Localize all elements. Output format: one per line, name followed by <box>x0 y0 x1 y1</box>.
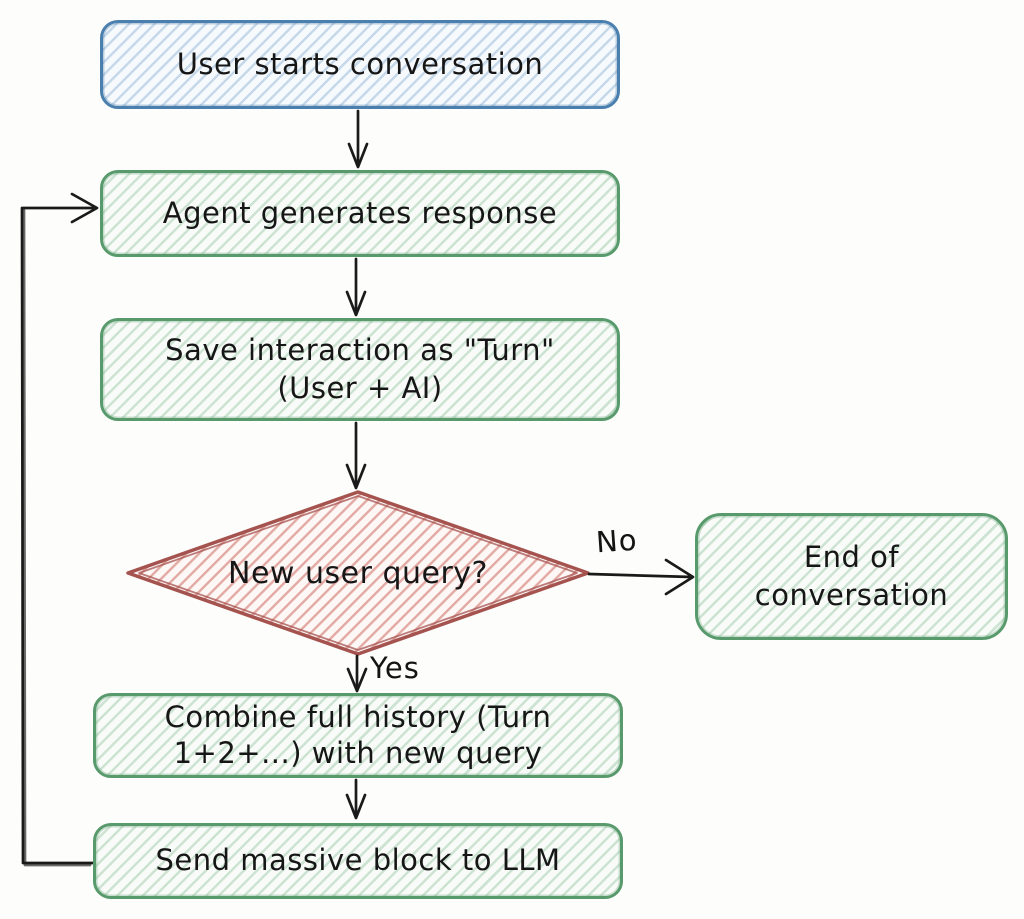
node-combine-line1: Combine full history (Turn <box>164 700 552 735</box>
node-decision-label: New user query? <box>228 555 488 591</box>
node-end-line2: conversation <box>754 577 949 612</box>
node-save-line1: Save interaction as "Turn" <box>165 333 555 368</box>
node-agent-label: Agent generates response <box>162 195 558 230</box>
node-send: Send massive block to LLM <box>93 823 623 899</box>
node-send-label: Send massive block to LLM <box>155 843 561 878</box>
node-start: User starts conversation <box>100 20 620 109</box>
node-start-label: User starts conversation <box>176 46 544 81</box>
arrow-combine-to-send <box>345 778 367 820</box>
node-end-label: End of conversation <box>755 539 948 613</box>
node-end-line1: End of <box>803 540 900 575</box>
arrow-start-to-agent <box>347 109 369 169</box>
node-combine: Combine full history (Turn 1+2+...) with… <box>93 693 623 778</box>
arrow-send-loop-to-agent <box>20 192 99 867</box>
node-combine-line2: 1+2+...) with new query <box>173 735 543 770</box>
arrow-decision-to-end <box>587 558 695 596</box>
arrow-agent-to-save <box>345 257 367 317</box>
edge-label-no: No <box>594 522 639 560</box>
decision-diamond-shape <box>126 490 590 656</box>
node-save: Save interaction as "Turn" (User + AI) <box>100 318 620 421</box>
node-combine-label: Combine full history (Turn 1+2+...) with… <box>165 700 552 771</box>
node-agent: Agent generates response <box>100 170 620 257</box>
edge-label-yes: Yes <box>370 651 420 685</box>
node-save-label: Save interaction as "Turn" (User + AI) <box>165 332 555 406</box>
arrow-decision-to-combine <box>346 654 368 693</box>
arrow-save-to-decision <box>345 421 367 490</box>
node-end: End of conversation <box>695 513 1008 640</box>
decision-diamond-overdraw <box>138 495 578 651</box>
node-save-line2: (User + AI) <box>277 370 443 405</box>
